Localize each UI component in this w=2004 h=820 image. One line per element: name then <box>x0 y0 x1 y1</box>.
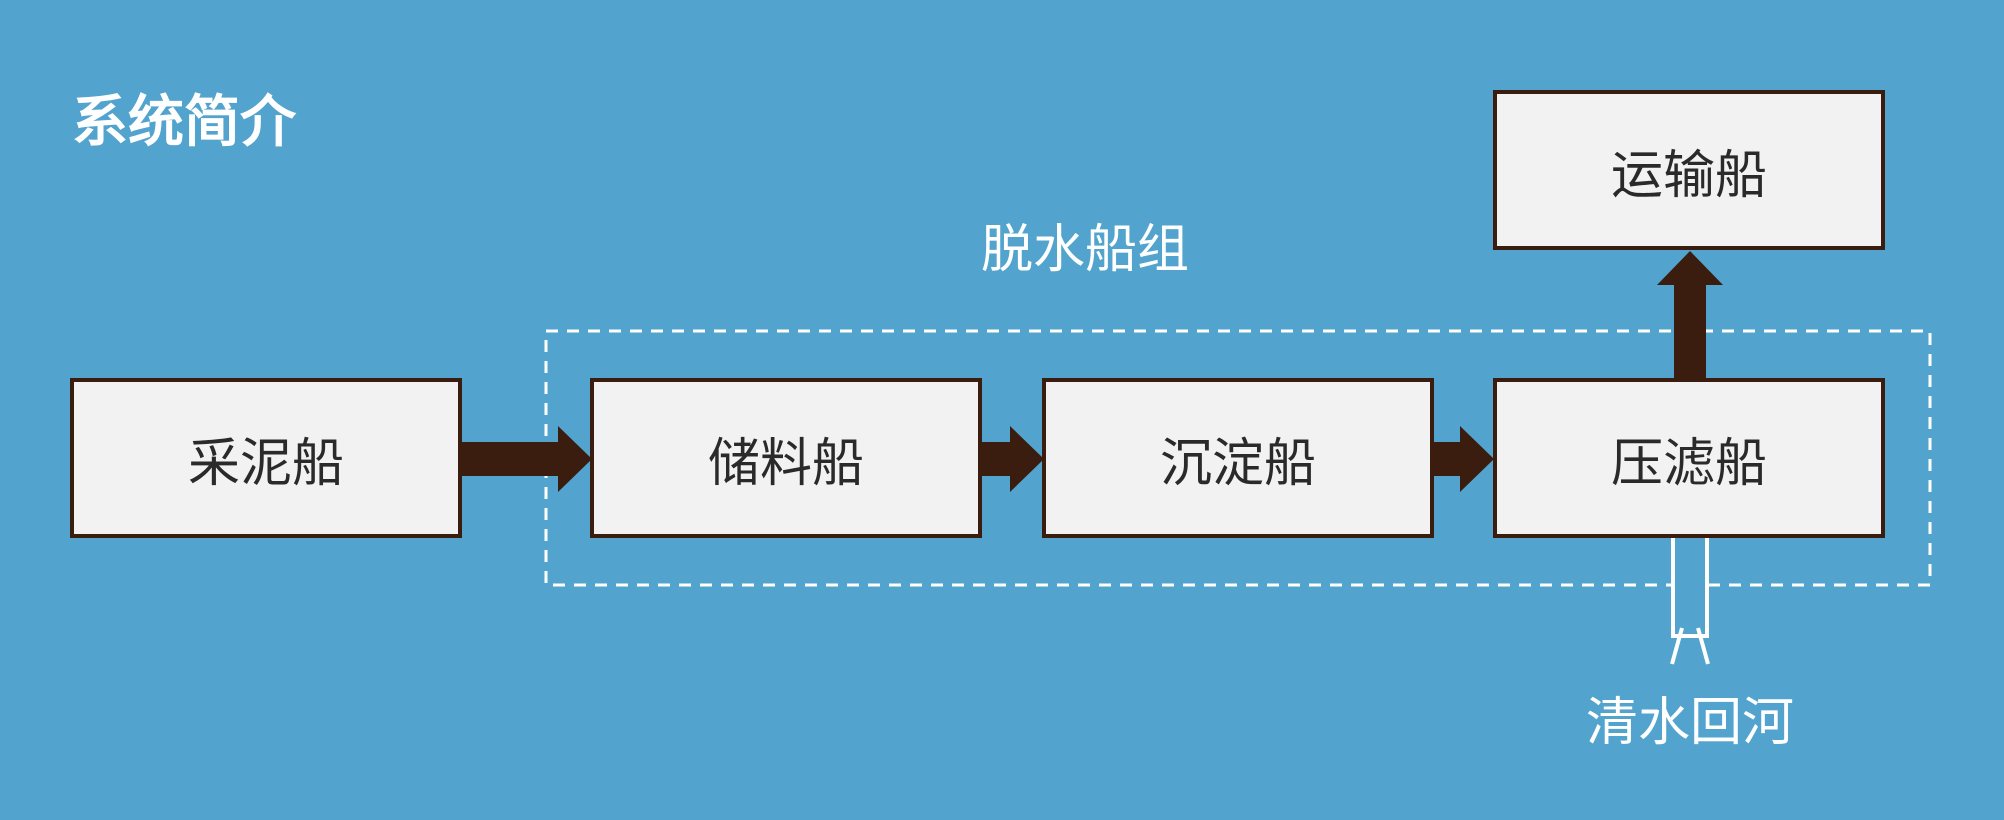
node-dredger-label: 采泥船 <box>187 433 344 494</box>
node-sediment-label: 沉淀船 <box>1159 433 1316 494</box>
node-storage: 储料船 <box>590 378 982 538</box>
arrow-storage-to-sediment <box>982 426 1044 492</box>
node-filter-press-label: 压滤船 <box>1610 433 1767 494</box>
node-dredger: 采泥船 <box>70 378 462 538</box>
node-sediment: 沉淀船 <box>1042 378 1434 538</box>
dewatering-group-label: 脱水船组 <box>980 220 1189 280</box>
clean-water-pipe <box>1671 530 1709 638</box>
node-filter-press: 压滤船 <box>1493 378 1885 538</box>
water-stream-left <box>1670 627 1684 665</box>
node-storage-label: 储料船 <box>707 433 864 494</box>
arrow-filter-press-to-transport <box>1657 251 1723 381</box>
arrow-dredger-to-storage <box>462 426 592 492</box>
node-transport-label: 运输船 <box>1610 145 1767 206</box>
arrow-sediment-to-filter-press <box>1434 426 1494 492</box>
clean-water-return-label: 清水回河 <box>1585 693 1794 753</box>
water-stream-right <box>1696 627 1710 665</box>
node-transport: 运输船 <box>1493 90 1885 250</box>
page-title: 系统简介 <box>72 89 296 155</box>
